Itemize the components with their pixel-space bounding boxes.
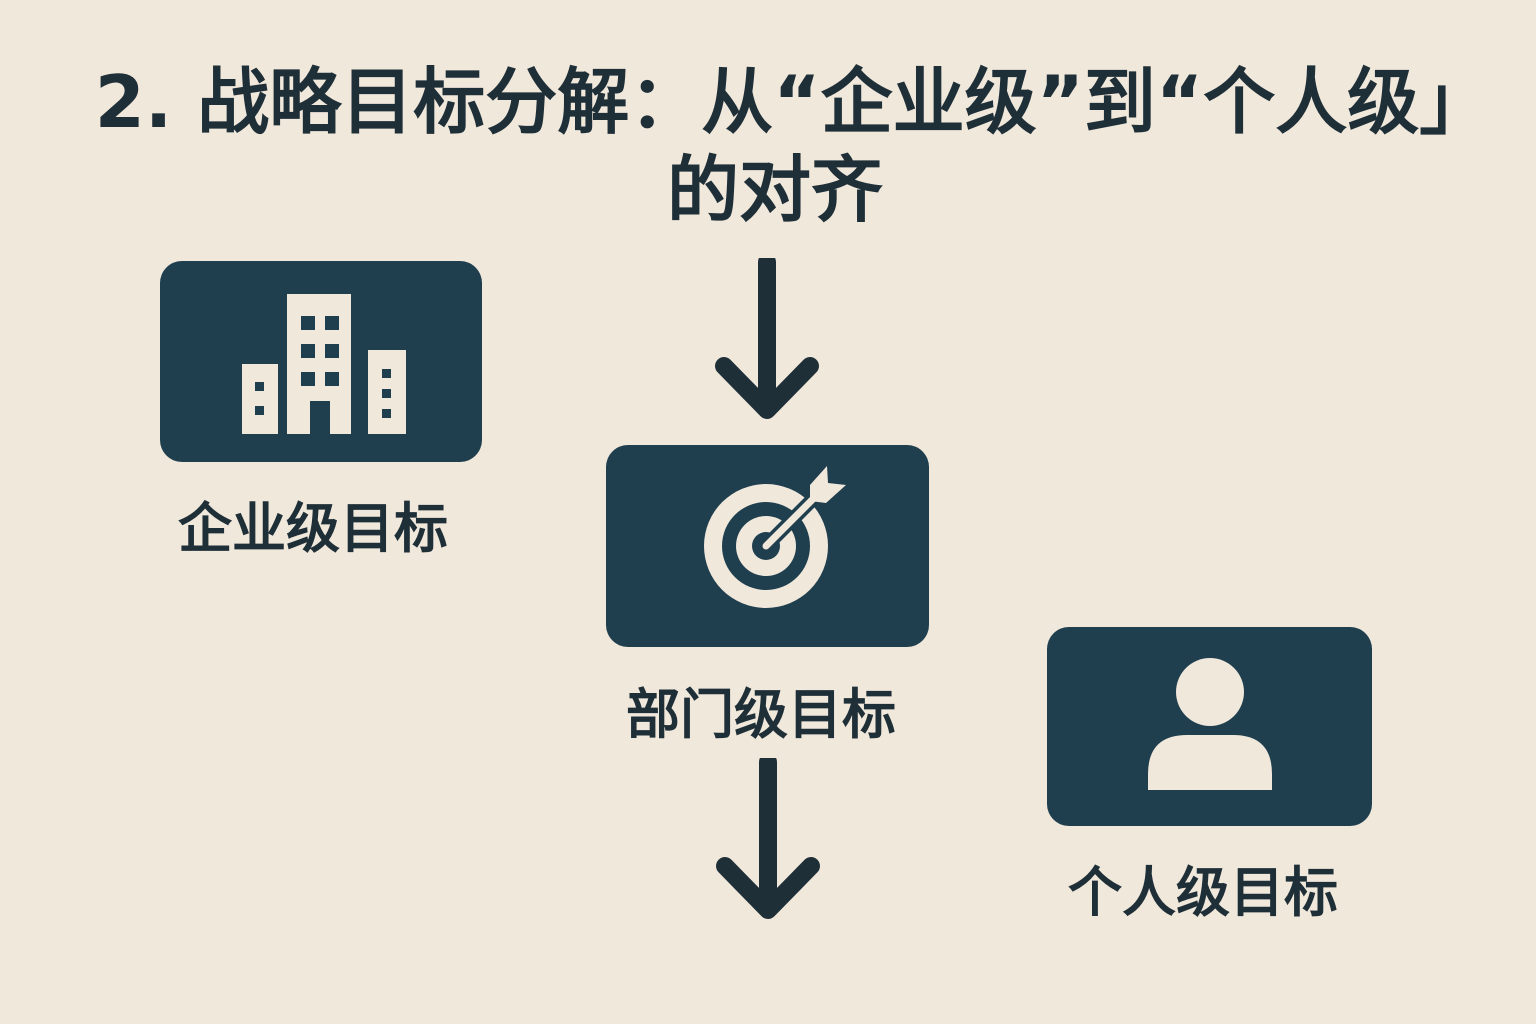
department-goal-label: 部门级目标 (626, 683, 896, 746)
page-title: 2. 战略目标分解：从“企业级”到“个人级」的对齐 (94, 60, 1456, 232)
individual-goal-label: 个人级目标 (1068, 861, 1338, 924)
enterprise-goal-label: 企业级目标 (178, 497, 448, 560)
department-goal-card (606, 445, 929, 647)
down-arrow-icon (716, 758, 820, 919)
down-arrow-icon (715, 258, 819, 419)
target-icon (704, 466, 846, 608)
person-icon (1148, 658, 1272, 790)
building-icon (242, 294, 406, 434)
enterprise-goal-card (160, 261, 482, 462)
individual-goal-card (1047, 627, 1372, 826)
